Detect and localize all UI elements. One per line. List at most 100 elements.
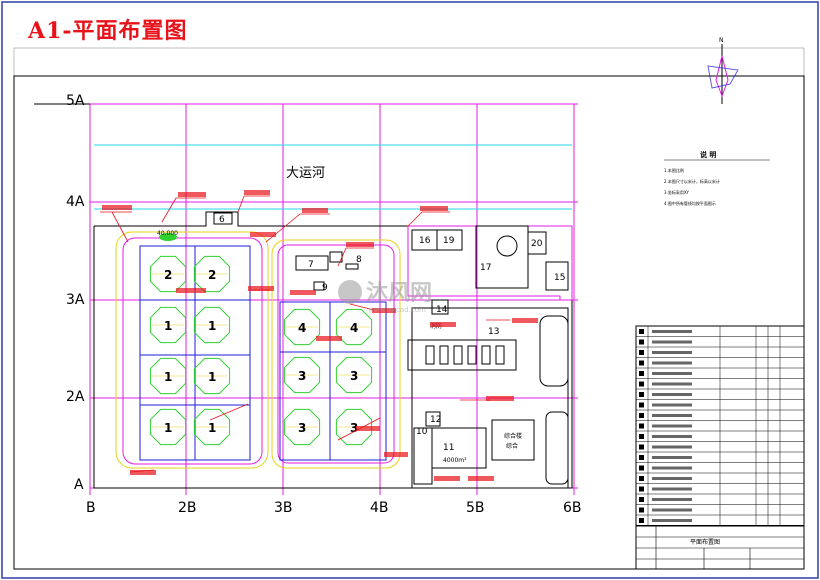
building-17-label: 17 (480, 263, 491, 273)
legend-bullet (639, 465, 644, 471)
pump-row (425, 345, 505, 365)
watermark-text: 沐风网 (366, 281, 432, 306)
legend-bullet (639, 455, 644, 460)
capacity-label: 40,000 (157, 230, 178, 237)
green-marker (159, 233, 177, 241)
left-tank-2 (193, 255, 231, 293)
round-tank-17 (496, 235, 518, 257)
building-6-label: 6 (219, 215, 225, 225)
legend-text-bar (652, 466, 692, 470)
axis-col-6b: 6B (563, 500, 582, 516)
note-2: 2.本图尺寸以米计，标高以米计 (664, 178, 720, 184)
title-block-name: 平面布置图 (690, 538, 720, 546)
legend-bullet (639, 444, 644, 450)
right-tank-label-4: 3 (350, 369, 358, 383)
building-6 (213, 212, 233, 225)
axis-col-b: B (86, 500, 96, 516)
legend-table (635, 325, 805, 526)
left-tank-3 (149, 306, 187, 344)
river-label: 大运河 (286, 166, 325, 181)
left-tank-label-1: 2 (164, 268, 172, 282)
legend-text-bar (652, 477, 692, 480)
title-block: 平面布置图 (635, 525, 805, 570)
building-12-label: 12 (430, 415, 441, 425)
left-tank-6 (193, 357, 231, 395)
right-tank-5 (283, 408, 321, 446)
legend-text-bar (652, 393, 692, 396)
building-7-label: 7 (308, 260, 314, 270)
legend-bullet (639, 507, 644, 513)
left-tank-label-8: 1 (208, 421, 216, 435)
building-20-label: 20 (531, 239, 543, 249)
building-16-label: 16 (419, 236, 431, 246)
right-tank-6 (335, 408, 373, 446)
right-tank-label-1: 4 (298, 321, 306, 335)
axis-col-2b: 2B (178, 500, 197, 516)
building-13-label: 13 (488, 327, 499, 337)
left-tank-area (115, 231, 269, 469)
legend-bullet (639, 392, 644, 397)
left-tank-8 (193, 408, 231, 446)
legend-bullet (639, 350, 644, 355)
note-1: 1.本图比例 (664, 167, 684, 173)
legend-text-bar (652, 435, 692, 438)
legend-text-bar (652, 361, 692, 365)
legend-bullet (639, 413, 644, 418)
note-4: 4.图中所有管线均按平面图示 (664, 200, 716, 206)
box-14-text: 综合 (506, 442, 518, 450)
axis-row-5a: 5A (66, 93, 85, 109)
legend-text-bar (652, 445, 692, 449)
legend-text-bar (652, 330, 692, 333)
legend-bullet (639, 486, 644, 492)
building-10-label: 10 (416, 427, 428, 437)
legend-bullet (639, 497, 644, 502)
legend-bullet (639, 360, 644, 366)
legend-bullet (639, 402, 644, 408)
legend-text-bar (652, 508, 692, 512)
north-compass: N (700, 37, 744, 104)
right-tank-3 (283, 356, 321, 394)
building-15-label: 15 (554, 273, 565, 283)
building-11-label: 11 (443, 443, 454, 453)
left-tank-5 (149, 357, 187, 395)
building-9-label: 9 (322, 283, 328, 293)
left-tank-label-2: 2 (208, 268, 216, 282)
right-tank-label-3: 3 (298, 369, 306, 383)
watermark: 沐风网 www.mfcad.com (338, 280, 432, 314)
watermark-url: www.mfcad.com (368, 306, 426, 314)
legend-text-bar (652, 382, 692, 386)
legend-text-bar (652, 372, 692, 375)
legend-text-bar (652, 519, 692, 522)
river-lines (94, 144, 572, 210)
left-tank-label-3: 1 (164, 319, 172, 333)
right-tank-label-5: 3 (298, 421, 306, 435)
right-tank-2 (335, 308, 373, 346)
left-tank-7 (149, 408, 187, 446)
right-tank-label-6: 3 (350, 421, 358, 435)
legend-text-bar (652, 351, 692, 354)
legend-text-bar (652, 403, 692, 407)
axis-col-3b: 3B (274, 500, 293, 516)
left-tank-label-4: 1 (208, 319, 216, 333)
axis-col-4b: 4B (370, 500, 389, 516)
site-boundary (93, 211, 573, 489)
right-tank-1 (283, 308, 321, 346)
right-tank-area (271, 239, 401, 469)
capacity-label-2: 4000m³ (443, 457, 467, 464)
legend-bullet (639, 423, 644, 429)
legend-text-bar (652, 424, 692, 428)
left-tank-label-6: 1 (208, 370, 216, 384)
axis-row-3a: 3A (66, 292, 85, 308)
left-tank-label-7: 1 (164, 421, 172, 435)
annotation-lines (100, 195, 510, 473)
building-19-label: 19 (443, 236, 455, 246)
building-8-label: 8 (356, 255, 362, 265)
notes-block: 说 明 1.本图比例 2.本图尺寸以米计，标高以米计 3.坐标采用XY 4.图中… (664, 150, 770, 206)
notes-title: 说 明 (700, 150, 716, 159)
left-tank-4 (193, 306, 231, 344)
legend-text-bar (652, 414, 692, 417)
axis-col-5b: 5B (466, 500, 485, 516)
box-13-text: 综合楼 (504, 432, 522, 440)
note-3: 3.坐标采用XY (664, 189, 690, 195)
